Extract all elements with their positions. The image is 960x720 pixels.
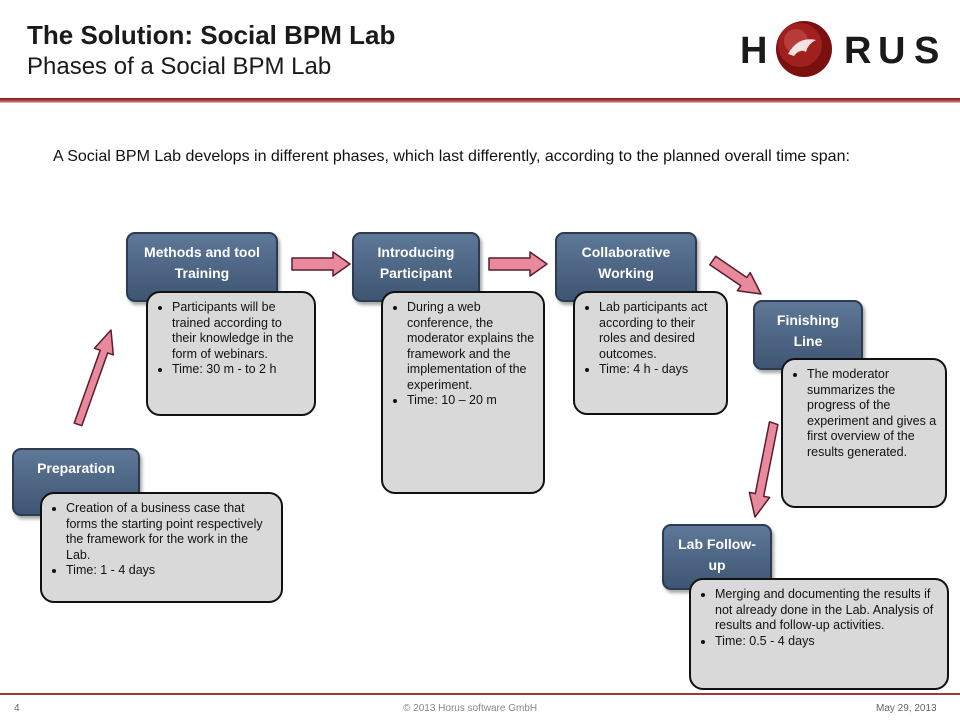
phase-label-preparation: Preparation (37, 460, 115, 476)
svg-text:S: S (914, 30, 939, 72)
phase-description-preparation: Creation of a business case that forms t… (40, 492, 283, 603)
phase-description-introducing: During a web conference, the moderator e… (381, 291, 545, 494)
svg-text:H: H (740, 30, 767, 72)
svg-text:U: U (878, 30, 905, 72)
arrow-finishing-to-followup (748, 421, 779, 518)
arrow-training-to-introducing (291, 251, 351, 277)
phase-box-training: Methods and tool Training (126, 232, 278, 302)
phase-label-followup: Lab Follow-up (678, 536, 756, 573)
bullet-item: During a web conference, the moderator e… (407, 300, 535, 393)
arrow-collaborative-to-finishing (709, 255, 762, 295)
bullet-item: Time: 4 h - days (599, 362, 718, 378)
bullet-item: Time: 0.5 - 4 days (715, 634, 939, 650)
bullet-item: Time: 1 - 4 days (66, 563, 273, 579)
page-title: The Solution: Social BPM Lab (27, 20, 396, 50)
footer-divider (0, 693, 960, 695)
arrow-preparation-to-training (73, 329, 115, 427)
phase-box-collaborative: Collaborative Working (555, 232, 697, 302)
phase-label-training: Methods and tool Training (144, 244, 260, 281)
phase-box-followup: Lab Follow-up (662, 524, 772, 590)
bullet-item: Time: 30 m - to 2 h (172, 362, 306, 378)
phase-label-collaborative: Collaborative Working (581, 244, 671, 281)
horus-logo: H R U S (736, 18, 950, 80)
copyright-text: © 2013 Horus software GmbH (403, 703, 538, 714)
header-divider (0, 98, 960, 103)
svg-text:R: R (844, 30, 871, 72)
bullet-item: Merging and documenting the results if n… (715, 587, 939, 634)
footer-date: May 29, 2013 (876, 703, 937, 714)
page-subtitle: Phases of a Social BPM Lab (27, 53, 332, 80)
phase-description-collaborative: Lab participants act according to their … (573, 291, 728, 415)
bullet-item: Creation of a business case that forms t… (66, 501, 273, 563)
bullet-item: Participants will be trained according t… (172, 300, 306, 362)
bullet-item: The moderator summarizes the progress of… (807, 367, 937, 460)
phase-description-training: Participants will be trained according t… (146, 291, 316, 416)
phase-label-introducing: Introducing Participant (377, 244, 455, 281)
phase-label-finishing: Finishing Line (776, 312, 840, 349)
phase-box-introducing: Introducing Participant (352, 232, 480, 302)
phase-description-finishing: The moderator summarizes the progress of… (781, 358, 947, 508)
bullet-item: Time: 10 – 20 m (407, 393, 535, 409)
bullet-item: Lab participants act according to their … (599, 300, 718, 362)
arrow-introducing-to-collaborative (488, 251, 548, 277)
phase-description-followup: Merging and documenting the results if n… (689, 578, 949, 690)
intro-text: A Social BPM Lab develops in different p… (53, 148, 850, 165)
page-number: 4 (14, 703, 20, 714)
